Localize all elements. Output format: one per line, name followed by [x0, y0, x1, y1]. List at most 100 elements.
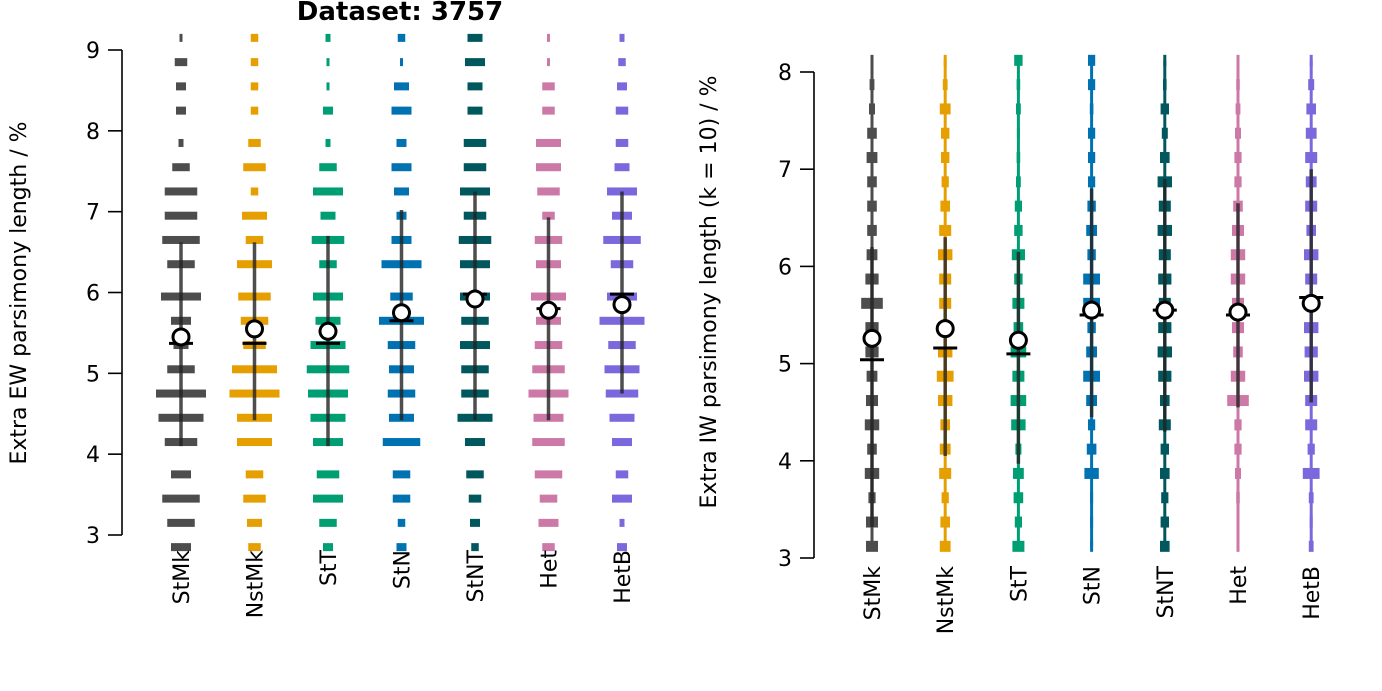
category-label: HetB — [611, 550, 636, 604]
distribution-bar — [397, 33, 406, 42]
distribution-bar — [319, 163, 337, 172]
distribution-bar — [1088, 127, 1096, 139]
y-tick-label: 5 — [778, 353, 792, 378]
distribution-bar — [323, 106, 333, 115]
distribution-bar — [1013, 467, 1024, 479]
y-tick-label: 3 — [778, 547, 792, 572]
mean-point — [1008, 330, 1028, 350]
distribution-bar — [242, 211, 267, 220]
distribution-bar — [1084, 467, 1099, 479]
mean-point — [862, 328, 882, 348]
category-label: StMk — [170, 550, 195, 605]
distribution-bar — [243, 494, 266, 503]
y-tick-label: 8 — [778, 61, 792, 86]
distribution-bar — [870, 54, 874, 66]
distribution-bar — [941, 492, 949, 504]
distribution-bar — [1308, 492, 1314, 504]
mean-point — [318, 321, 338, 341]
mean-point — [935, 319, 955, 339]
distribution-bar — [532, 438, 565, 447]
distribution-bar — [1016, 103, 1021, 115]
y-tick-label: 7 — [86, 201, 100, 226]
distribution-bar — [250, 106, 259, 115]
distribution-bar — [615, 106, 629, 115]
distribution-bar — [1236, 516, 1240, 528]
distribution-bar — [869, 103, 875, 115]
distribution-bar — [867, 224, 877, 236]
distribution-bar — [463, 138, 487, 147]
distribution-bar — [1235, 103, 1241, 115]
distribution-bar — [245, 470, 264, 479]
mean-point — [1301, 293, 1321, 313]
distribution-bar — [313, 494, 343, 503]
distribution-bar — [619, 33, 625, 42]
y-axis-title: Extra EW parsimony length / % — [7, 121, 32, 464]
distribution-bar — [612, 438, 632, 447]
distribution-bar — [178, 138, 184, 147]
y-tick-label: 5 — [86, 362, 100, 387]
distribution-bar — [939, 540, 951, 552]
distribution-bar — [316, 470, 340, 479]
distribution-bar — [250, 187, 259, 196]
distribution-bar — [396, 138, 407, 147]
distribution-bar — [614, 163, 630, 172]
distribution-bar — [1160, 152, 1170, 164]
distribution-bar — [248, 138, 261, 147]
distribution-bar — [250, 82, 259, 91]
distribution-bar — [542, 82, 555, 91]
distribution-bar — [542, 106, 555, 115]
distribution-bar — [539, 494, 558, 503]
y-tick-label: 8 — [86, 120, 100, 145]
distribution-bar — [1160, 467, 1170, 479]
distribution-bar — [174, 58, 188, 67]
distribution-bar — [162, 235, 200, 244]
category-label: NstMk — [934, 566, 959, 635]
distribution-bar — [1234, 176, 1242, 188]
distribution-bar — [619, 518, 625, 527]
distribution-bar — [615, 470, 629, 479]
distribution-bar — [176, 82, 186, 91]
distribution-bar — [1236, 540, 1240, 552]
distribution-bar — [1236, 79, 1240, 91]
distribution-bar — [326, 82, 330, 91]
distribution-bar — [1016, 152, 1021, 164]
distribution-bar — [171, 470, 191, 479]
distribution-bar — [1160, 516, 1169, 528]
distribution-bar — [869, 79, 875, 91]
distribution-bar — [1160, 443, 1169, 455]
distribution-bar — [1088, 419, 1096, 431]
distribution-bar — [939, 467, 952, 479]
chart-title: Dataset: 3757 — [297, 0, 503, 27]
distribution-bar — [1014, 516, 1022, 528]
distribution-bar — [313, 187, 343, 196]
distribution-bar — [1090, 540, 1094, 552]
mean-point — [171, 327, 191, 347]
distribution-bar — [467, 33, 483, 42]
distribution-bar — [162, 494, 200, 503]
distribution-bar — [1234, 152, 1242, 164]
distribution-bar — [1088, 152, 1096, 164]
distribution-bar — [1307, 443, 1315, 455]
mean-point — [539, 300, 558, 320]
distribution-bar — [465, 438, 485, 447]
distribution-bar — [1305, 419, 1318, 431]
distribution-bar — [867, 127, 877, 139]
distribution-bar — [397, 518, 406, 527]
distribution-bar — [470, 518, 480, 527]
distribution-bar — [245, 235, 264, 244]
distribution-bar — [941, 127, 950, 139]
distribution-bar — [1089, 103, 1094, 115]
y-tick-label: 3 — [86, 524, 100, 549]
mean-point — [465, 289, 485, 309]
distribution-bar — [1012, 540, 1025, 552]
category-label: StMk — [861, 566, 886, 621]
distribution-bar — [609, 413, 635, 422]
distribution-bar — [391, 106, 412, 115]
distribution-bar — [466, 470, 484, 479]
distribution-bar — [463, 163, 487, 172]
distribution-bar — [940, 516, 950, 528]
distribution-bar — [542, 211, 555, 220]
y-tick-label: 6 — [778, 255, 792, 280]
distribution-bar — [939, 224, 952, 236]
distribution-bar — [320, 211, 336, 220]
